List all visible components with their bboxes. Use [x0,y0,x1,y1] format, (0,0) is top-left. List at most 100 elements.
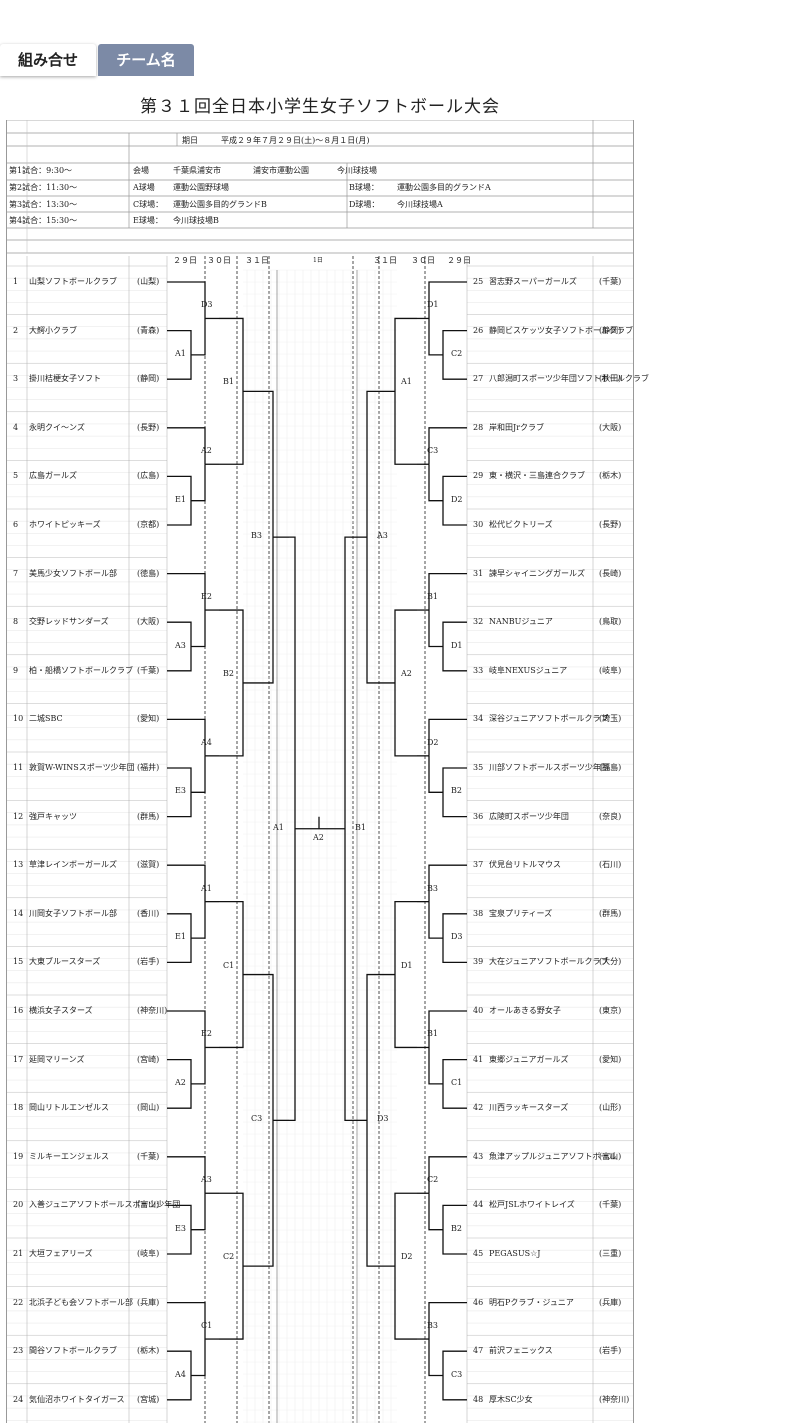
team-number: 5 [13,471,19,481]
team-number: 19 [13,1151,24,1161]
team-number: 31 [473,568,484,578]
team-prefecture: (岐阜) [599,665,622,675]
round1-label: E2 [201,1029,212,1039]
bracket-line [191,464,206,502]
team-prefecture: (東京) [599,1006,622,1015]
day-right-1: ３１日 [373,256,397,265]
bracket-sheet: 期日 平成２９年７月２９日(土)～８月１日(月) 会場 千葉県浦安市 浦安市運動… [6,120,649,1423]
team-name: ホワイトピッキーズ [29,520,101,529]
field-b-value: 運動公園多目的グランドA [397,183,491,192]
team-number: 6 [13,520,19,529]
team-number: 35 [473,763,484,772]
team-name: オールあきる野女子 [489,1006,561,1015]
team-name: 二城SBC [29,714,63,724]
team-prefecture: (福井) [137,763,160,772]
round1-label: C2 [451,348,463,358]
round3-label: A3 [377,531,388,541]
field-e-value: 今川球技場B [173,216,219,225]
bracket-line [366,390,375,684]
team-name: 静岡ビスケッツ女子ソフトボールクラブ [489,325,633,335]
game-time-4: 第4試合：15:30～ [9,216,78,225]
field-b-label: B球場： [349,183,379,192]
team-number: 23 [13,1346,24,1356]
team-number: 21 [13,1249,24,1258]
field-a-label: A球場 [133,183,155,192]
team-number: 44 [473,1200,484,1210]
venue-3: 今川球技場 [337,166,377,175]
team-name: 川西ラッキースターズ [489,1103,569,1113]
day-left-3: ３１日 [245,256,269,265]
tab-team-names[interactable]: チーム名 [98,44,194,76]
bracket-line [191,1339,206,1377]
field-e-label: E球場： [133,216,163,225]
team-number: 28 [473,422,484,432]
team-number: 22 [13,1297,24,1307]
team-number: 37 [473,860,484,870]
round1-label: C3 [451,1369,463,1379]
round1-label: A3 [201,1175,212,1185]
team-prefecture: (千葉) [599,277,622,286]
team-number: 40 [473,1006,484,1015]
team-number: 27 [473,374,484,384]
team-name: 山梨ソフトボールクラブ [29,277,117,286]
team-name: 北浜子ども会ソフトボール部 [29,1297,133,1307]
team-prefecture: (石川) [599,860,622,870]
bracket-line [428,610,443,648]
round1-label: B3 [427,883,438,893]
bracket-line [428,1339,443,1377]
tab-bracket[interactable]: 組み合せ [0,44,96,76]
bracket-line [428,864,467,902]
field-c-label: C球場： [133,200,164,209]
team-name: 習志野スーパーガールズ [489,277,577,286]
round2-label: B1 [223,377,234,387]
bracket-line [167,1301,206,1340]
round3-label: B3 [251,531,262,541]
venue-label: 会場 [133,166,149,175]
round1-label: A2 [201,446,212,456]
team-name: 宝泉プリティーズ [489,908,553,918]
team-number: 24 [13,1394,24,1404]
bracket-line [366,973,375,1267]
team-number: 47 [473,1346,484,1356]
field-d-label: D球場： [349,200,380,209]
final-label: A2 [313,832,324,842]
bracket-line [191,1193,206,1231]
period-label: 期日 [182,136,198,145]
team-prefecture: (富山) [599,1151,622,1161]
team-number: 7 [13,568,19,578]
team-prefecture: (山梨) [137,277,160,286]
team-name: 前沢フェニックス [489,1346,553,1356]
round2-label: C2 [223,1252,235,1262]
team-number: 42 [473,1103,484,1113]
bracket-grid [7,120,633,1423]
round1-label: A4 [175,1369,186,1379]
game-time-1: 第1試合：9:30～ [9,166,73,175]
bracket-line [191,755,206,793]
team-prefecture: (鳥取) [599,617,622,627]
bracket-line [167,427,206,465]
team-prefecture: (岩手) [137,957,160,967]
team-name: 厚木SC少女 [489,1394,533,1404]
team-number: 12 [13,811,24,821]
round2-label: D2 [401,1252,413,1262]
bracket-line [428,901,443,939]
team-number: 26 [473,325,484,335]
team-prefecture: (栃木) [599,471,622,481]
team-name: 川部ソフトボールスポーツ少年団 [489,763,609,772]
team-prefecture: (宮崎) [137,1054,160,1064]
team-name: 岸和田Jrクラブ [489,422,545,432]
venue-1: 千葉県浦安市 [173,166,221,175]
team-number: 41 [473,1054,484,1064]
team-name: 草津レインボーガールズ [29,860,117,870]
round2-label: A1 [401,377,412,387]
bracket-line [394,317,417,465]
round1-label: B1 [427,1029,438,1039]
round2-label: C1 [223,960,235,970]
team-prefecture: (富山) [137,1200,160,1210]
team-prefecture: (京都) [137,520,160,529]
team-number: 18 [13,1103,24,1113]
semifinal-right-label: B1 [355,822,366,832]
team-prefecture: (滋賀) [137,860,160,870]
bracket-line [344,536,351,1121]
period-value: 平成２９年７月２９日(土)～８月１日(月) [221,136,370,145]
